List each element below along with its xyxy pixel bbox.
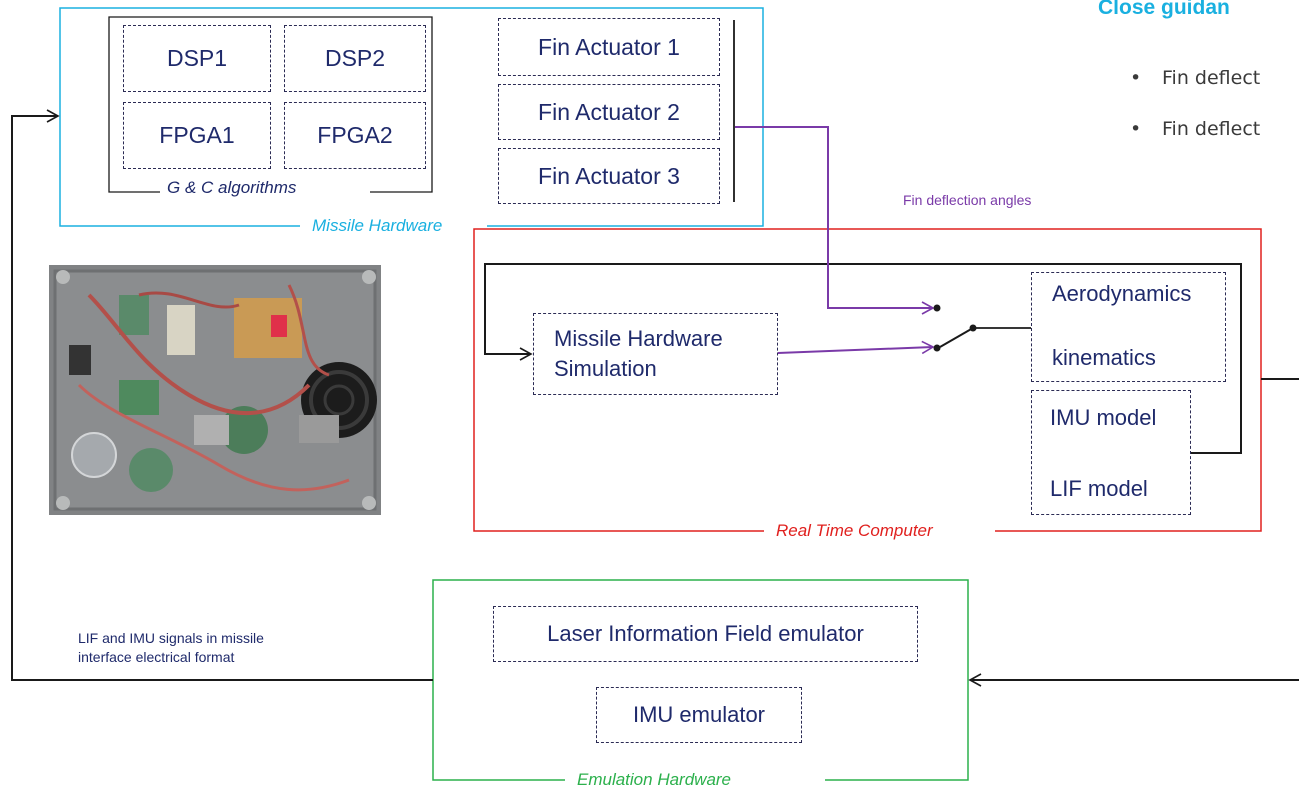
sim-label-line1: Missile Hardware xyxy=(554,326,723,351)
real-time-computer-label: Real Time Computer xyxy=(764,521,945,541)
bullet-text: Fin deflect xyxy=(1162,118,1261,140)
rtc-feedback-loop xyxy=(484,263,1242,454)
slide-title: Close guidan xyxy=(1098,0,1230,19)
lif-model-label: LIF model xyxy=(1050,476,1148,501)
fin-actuator-box: Fin Actuator 3 xyxy=(498,148,720,204)
processor-box: DSP1 xyxy=(123,25,271,92)
missile-hardware-label: Missile Hardware xyxy=(300,216,455,236)
fin-deflection-label: Fin deflection angles xyxy=(903,192,1032,208)
emulation-hardware-label: Emulation Hardware xyxy=(565,770,744,790)
imu-lif-model-box: IMU model LIF model xyxy=(1031,390,1191,515)
lif-imu-return-wire xyxy=(11,109,433,681)
missile-hardware-simulation-box: Missile Hardware Simulation xyxy=(533,313,778,395)
emulation-border xyxy=(432,579,969,781)
processor-box: FPGA1 xyxy=(123,102,271,169)
lif-emulator-box: Laser Information Field emulator xyxy=(493,606,918,662)
rtc-border xyxy=(473,228,1262,532)
gc-algorithms-label: G & C algorithms xyxy=(165,178,299,198)
switch-blade xyxy=(939,327,974,348)
bullet-item-2: •Fin deflect xyxy=(1130,118,1261,140)
lif-imu-signal-label-line2: interface electrical format xyxy=(78,649,235,665)
gc-bracket xyxy=(108,16,433,193)
fin-actuator-box: Fin Actuator 2 xyxy=(498,84,720,140)
processor-box: FPGA2 xyxy=(284,102,426,169)
bullet-item-1: •Fin deflect xyxy=(1130,67,1261,89)
imu-model-label: IMU model xyxy=(1050,405,1157,430)
fin-deflection-wire xyxy=(735,126,935,315)
sim-label-line2: Simulation xyxy=(554,356,657,381)
aerodynamics-label: Aerodynamics xyxy=(1052,281,1192,306)
processor-box: DSP2 xyxy=(284,25,426,92)
aerodynamics-box: Aerodynamics kinematics xyxy=(1031,272,1226,382)
imu-emulator-box: IMU emulator xyxy=(596,687,802,743)
sim-output-wire xyxy=(777,340,935,355)
bullet-text: Fin deflect xyxy=(1162,67,1261,89)
fin-actuator-box: Fin Actuator 1 xyxy=(498,18,720,76)
hardware-photo xyxy=(49,265,381,515)
missile-hardware-border xyxy=(59,7,764,227)
kinematics-label: kinematics xyxy=(1052,345,1156,370)
lif-imu-signal-label-line1: LIF and IMU signals in missile xyxy=(78,630,264,646)
